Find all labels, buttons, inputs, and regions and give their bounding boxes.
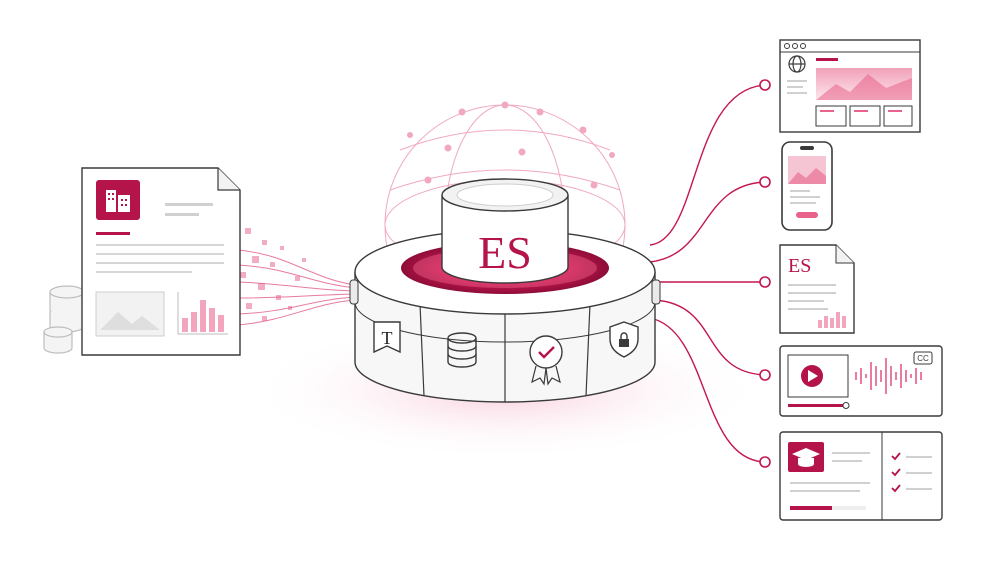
document-language-label: ES [788, 255, 811, 277]
security-shield-icon [609, 321, 639, 358]
output-connectors [649, 84, 766, 463]
hub-label: ES [478, 227, 532, 278]
closed-captions-badge [913, 351, 933, 365]
certified-badge-icon [529, 335, 563, 386]
output-elearning [779, 431, 943, 521]
database-stack-icon [43, 285, 85, 354]
source-document [81, 167, 241, 356]
audio-waveform [855, 358, 922, 394]
svg-text:T: T [382, 328, 393, 348]
playback-progress [788, 404, 846, 407]
checklist [891, 452, 901, 493]
output-website [779, 39, 921, 133]
database-icon [447, 332, 477, 368]
text-translation-icon: T [373, 321, 401, 354]
output-multimedia: CC [779, 345, 943, 417]
output-document: ES [779, 244, 855, 334]
localization-hub: ES T [349, 178, 661, 403]
bar-chart-icon [182, 300, 224, 332]
output-mobile-app [781, 141, 833, 231]
globe-icon [788, 55, 806, 73]
cc-label: CC [917, 354, 929, 363]
source-stream-lines [237, 249, 356, 326]
connector-nodes [759, 79, 771, 468]
